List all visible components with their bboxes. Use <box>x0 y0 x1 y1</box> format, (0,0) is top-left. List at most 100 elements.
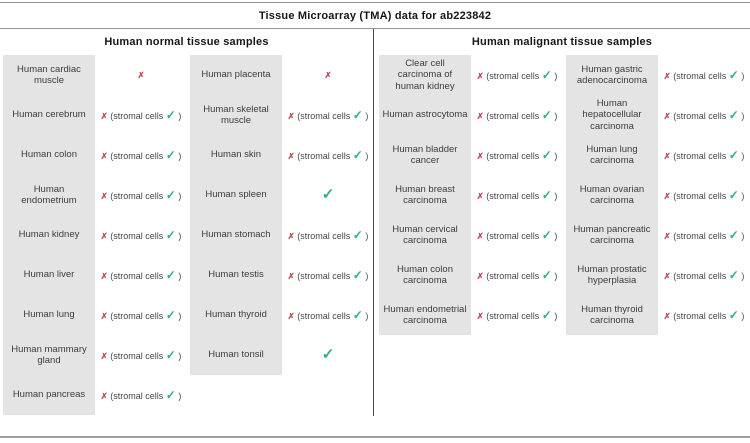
stromal-close-paren: ) <box>175 191 182 201</box>
stromal-cells-text: (stromal cells <box>294 111 353 121</box>
result-cell: ✗ (stromal cells ✓ ) <box>95 135 187 175</box>
cross-icon: ✗ <box>100 271 108 281</box>
stromal-cells-text: (stromal cells <box>107 191 166 201</box>
cross-icon: ✗ <box>476 191 484 201</box>
stromal-cells-text: (stromal cells <box>483 311 542 321</box>
stromal-cells-text: (stromal cells <box>107 351 166 361</box>
stromal-close-paren: ) <box>738 231 745 241</box>
stromal-close-paren: ) <box>175 311 182 321</box>
tissue-label: Human lung <box>3 295 95 335</box>
stromal-close-paren: ) <box>738 111 745 121</box>
cross-icon: ✗ <box>287 311 295 321</box>
tissue-label: Human cerebrum <box>3 95 95 135</box>
check-icon: ✓ <box>165 388 176 402</box>
stromal-close-paren: ) <box>738 151 745 161</box>
result-cell: ✗ (stromal cells ✓ ) <box>471 55 563 95</box>
stromal-cells-text: (stromal cells <box>107 271 166 281</box>
cross-icon: ✗ <box>100 311 108 321</box>
stromal-close-paren: ) <box>738 191 745 201</box>
tissue-label: Clear cell carcinoma of human kidney <box>379 55 471 95</box>
tissue-label: Human lung carcinoma <box>566 135 658 175</box>
stromal-close-paren: ) <box>551 231 558 241</box>
result-cell: ✗ (stromal cells ✓ ) <box>658 215 750 255</box>
cross-icon: ✗ <box>100 231 108 241</box>
check-icon: ✓ <box>352 148 363 162</box>
result-cell: ✓ <box>282 175 374 215</box>
result-cell: ✗ (stromal cells ✓ ) <box>658 55 750 95</box>
tissue-label: Human spleen <box>190 175 282 215</box>
cross-icon: ✗ <box>100 351 108 361</box>
check-icon: ✓ <box>541 148 552 162</box>
result-column: ✗ (stromal cells ✓ )✗ (stromal cells ✓ )… <box>658 55 750 335</box>
check-icon: ✓ <box>165 308 176 322</box>
result-cell: ✗ (stromal cells ✓ ) <box>282 295 374 335</box>
result-cell: ✗ (stromal cells ✓ ) <box>471 215 563 255</box>
tissue-label: Human liver <box>3 255 95 295</box>
result-cell: ✗ (stromal cells ✓ ) <box>658 95 750 135</box>
stromal-close-paren: ) <box>175 231 182 241</box>
check-icon: ✓ <box>541 308 552 322</box>
result-cell: ✗ (stromal cells ✓ ) <box>95 255 187 295</box>
cross-icon: ✗ <box>476 271 484 281</box>
check-icon: ✓ <box>728 268 739 282</box>
result-cell: ✗ (stromal cells ✓ ) <box>282 95 374 135</box>
result-cell: ✗ (stromal cells ✓ ) <box>471 95 563 135</box>
stromal-close-paren: ) <box>551 191 558 201</box>
header-rule <box>0 28 750 29</box>
stromal-cells-text: (stromal cells <box>670 111 729 121</box>
cross-icon: ✗ <box>287 231 295 241</box>
check-icon: ✓ <box>541 68 552 82</box>
cross-icon: ✗ <box>324 70 332 80</box>
tissue-label: Human pancreas <box>3 375 95 415</box>
tissue-label: Human kidney <box>3 215 95 255</box>
stromal-close-paren: ) <box>551 311 558 321</box>
tissue-label: Human hepatocellular carcinoma <box>566 95 658 135</box>
result-cell: ✗ (stromal cells ✓ ) <box>282 135 374 175</box>
stromal-cells-text: (stromal cells <box>670 151 729 161</box>
tissue-label: Human cardiac muscle <box>3 55 95 95</box>
check-icon: ✓ <box>541 228 552 242</box>
check-icon: ✓ <box>321 346 335 363</box>
check-icon: ✓ <box>165 228 176 242</box>
stromal-close-paren: ) <box>738 71 745 81</box>
tissue-label: Human skeletal muscle <box>190 95 282 135</box>
result-cell: ✗ (stromal cells ✓ ) <box>282 255 374 295</box>
check-icon: ✓ <box>728 308 739 322</box>
stromal-cells-text: (stromal cells <box>294 271 353 281</box>
title-bar: Tissue Microarray (TMA) data for ab22384… <box>0 3 750 28</box>
stromal-close-paren: ) <box>175 391 182 401</box>
cross-icon: ✗ <box>100 111 108 121</box>
result-cell: ✗ (stromal cells ✓ ) <box>95 295 187 335</box>
stromal-cells-text: (stromal cells <box>294 311 353 321</box>
stromal-cells-text: (stromal cells <box>670 231 729 241</box>
result-cell: ✗ (stromal cells ✓ ) <box>658 295 750 335</box>
tissue-label: Human endometrium <box>3 175 95 215</box>
cross-icon: ✗ <box>663 191 671 201</box>
check-icon: ✓ <box>165 188 176 202</box>
check-icon: ✓ <box>728 148 739 162</box>
stromal-cells-text: (stromal cells <box>483 271 542 281</box>
stromal-cells-text: (stromal cells <box>107 391 166 401</box>
cross-icon: ✗ <box>476 311 484 321</box>
tissue-label: Human stomach <box>190 215 282 255</box>
check-icon: ✓ <box>541 268 552 282</box>
stromal-close-paren: ) <box>362 151 369 161</box>
result-column: ✗ (stromal cells ✓ )✗ (stromal cells ✓ )… <box>471 55 563 335</box>
cross-icon: ✗ <box>100 151 108 161</box>
stromal-close-paren: ) <box>551 111 558 121</box>
result-cell: ✗ (stromal cells ✓ ) <box>95 215 187 255</box>
result-cell: ✗ (stromal cells ✓ ) <box>95 335 187 375</box>
tissue-label: Human skin <box>190 135 282 175</box>
top-rule <box>0 2 750 3</box>
cross-icon: ✗ <box>476 151 484 161</box>
tissue-label: Human ovarian carcinoma <box>566 175 658 215</box>
check-icon: ✓ <box>352 308 363 322</box>
stromal-close-paren: ) <box>175 271 182 281</box>
result-cell: ✗ <box>282 55 374 95</box>
check-icon: ✓ <box>728 188 739 202</box>
